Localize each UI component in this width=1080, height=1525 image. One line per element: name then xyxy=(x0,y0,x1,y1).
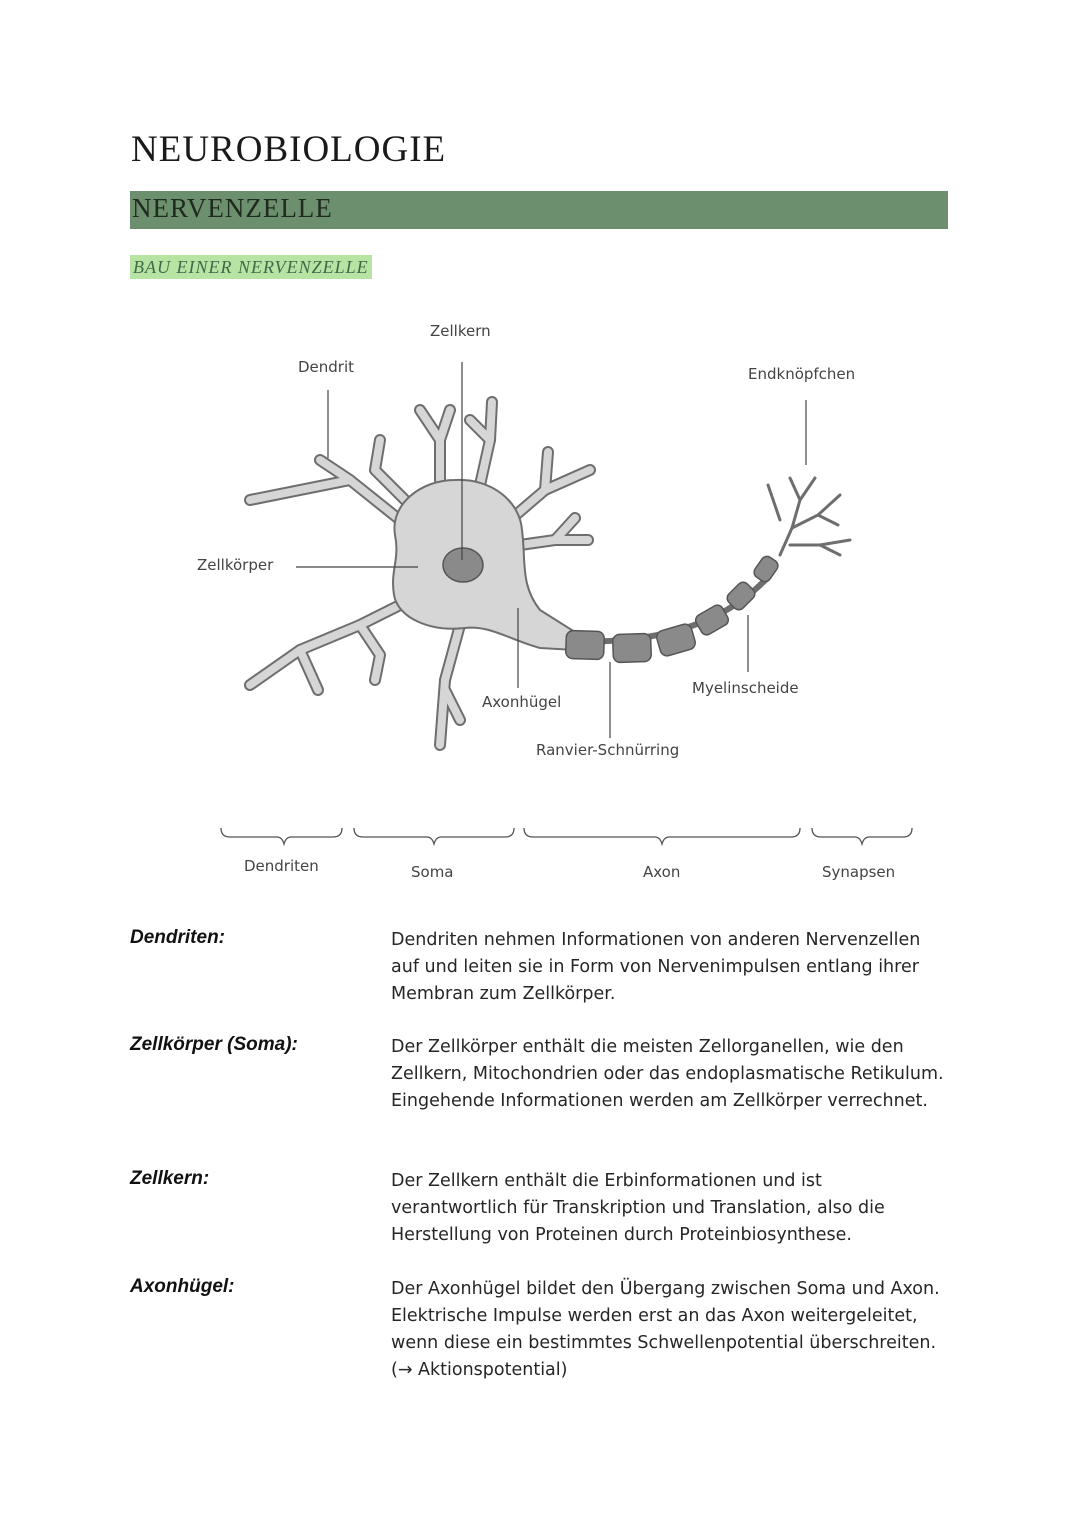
brace-axon xyxy=(524,828,800,844)
definition-text: Der Zellkörper enthält die meisten Zello… xyxy=(391,1034,951,1115)
definition-term: Zellkörper (Soma): xyxy=(130,1034,298,1056)
neuron-diagram: Zellkern Dendrit Endknöpfchen Zellkörper… xyxy=(0,0,1080,900)
definition-text: Der Axonhügel bildet den Übergang zwisch… xyxy=(391,1276,951,1384)
label-zellkern: Zellkern xyxy=(430,322,491,340)
brace-label-soma: Soma xyxy=(411,863,454,881)
label-axonhuegel: Axonhügel xyxy=(482,693,561,711)
myelin-segment xyxy=(566,630,605,659)
myelin-segment xyxy=(613,633,652,662)
label-endknoepfchen: Endknöpfchen xyxy=(748,365,855,383)
definition-term: Dendriten: xyxy=(130,927,225,949)
braces xyxy=(221,828,912,844)
brace-label-synapsen: Synapsen xyxy=(822,863,895,881)
label-myelinscheide: Myelinscheide xyxy=(692,679,799,697)
brace-label-axon: Axon xyxy=(643,863,680,881)
definition-text: Dendriten nehmen Informationen von ander… xyxy=(391,927,951,1008)
myelin-segment xyxy=(752,554,781,584)
definition-term: Axonhügel: xyxy=(130,1276,235,1298)
label-ranvier: Ranvier-Schnürring xyxy=(536,741,679,759)
myelin-segment xyxy=(655,623,697,658)
brace-synapsen xyxy=(812,828,912,844)
nucleus xyxy=(443,548,483,582)
axon-terminals xyxy=(768,478,850,555)
brace-soma xyxy=(354,828,514,844)
soma-body xyxy=(393,480,575,650)
brace-label-dendriten: Dendriten xyxy=(244,857,319,875)
label-zellkoerper: Zellkörper xyxy=(197,556,274,574)
brace-dendriten xyxy=(221,828,342,844)
label-dendrit: Dendrit xyxy=(298,358,354,376)
definition-text: Der Zellkern enthält die Erbinformatione… xyxy=(391,1168,951,1249)
definition-term: Zellkern: xyxy=(130,1168,209,1190)
